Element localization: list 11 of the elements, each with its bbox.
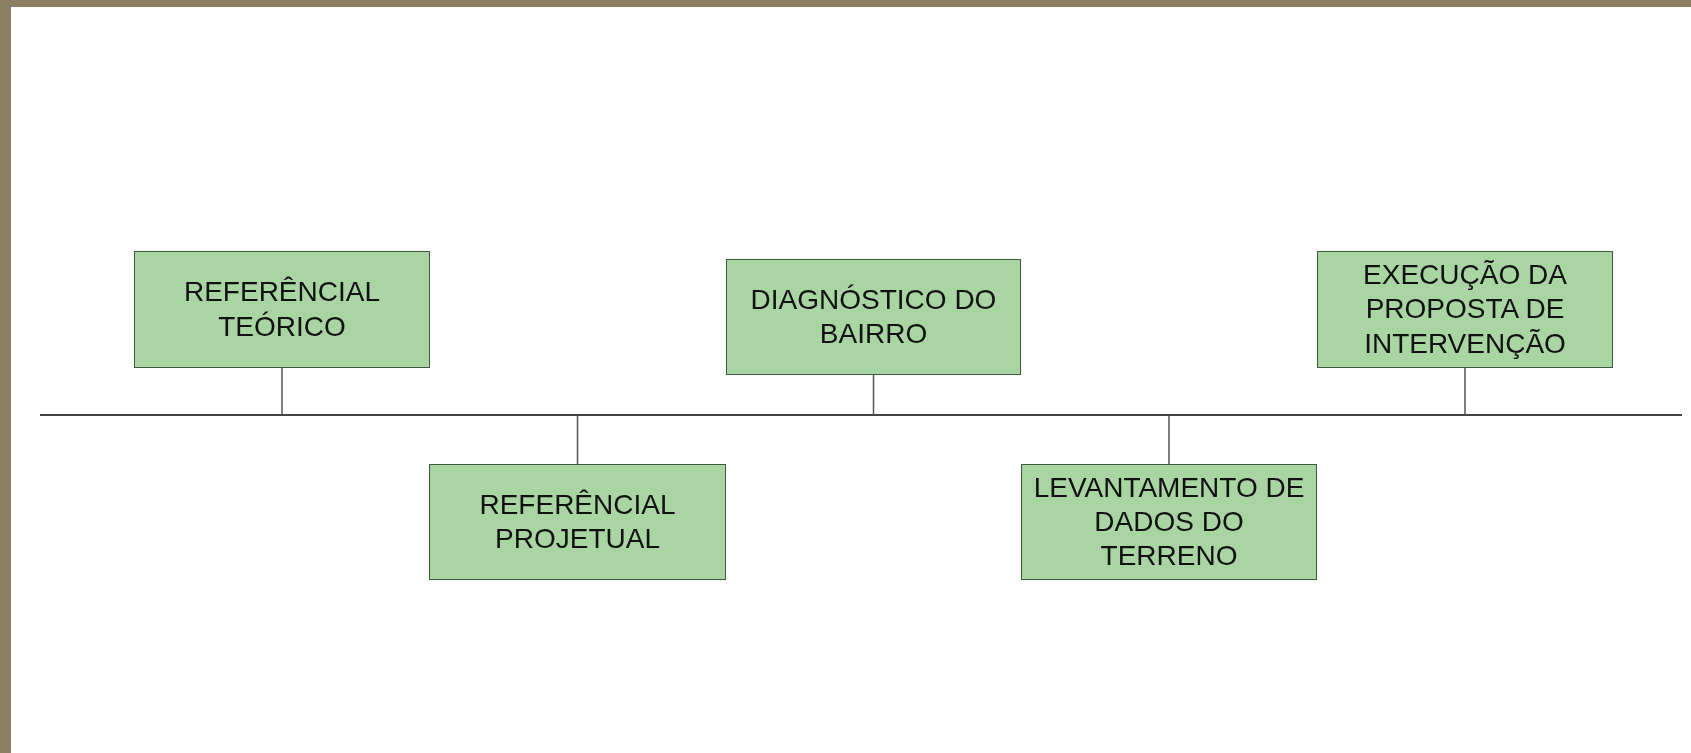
process-box: EXECUÇÃO DA PROPOSTA DE INTERVENÇÃO <box>1317 251 1613 368</box>
timeline-line <box>40 414 1682 416</box>
process-box: REFERÊNCIAL PROJETUAL <box>429 464 726 580</box>
connector-line <box>1464 367 1466 415</box>
process-box: LEVANTAMENTO DE DADOS DO TERRENO <box>1021 464 1317 580</box>
process-box: DIAGNÓSTICO DO BAIRRO <box>726 259 1021 375</box>
process-box: REFERÊNCIAL TEÓRICO <box>134 251 430 368</box>
connector-line <box>281 367 283 415</box>
connector-line <box>576 415 579 465</box>
connector-line <box>872 374 875 415</box>
connector-line <box>1168 415 1170 465</box>
